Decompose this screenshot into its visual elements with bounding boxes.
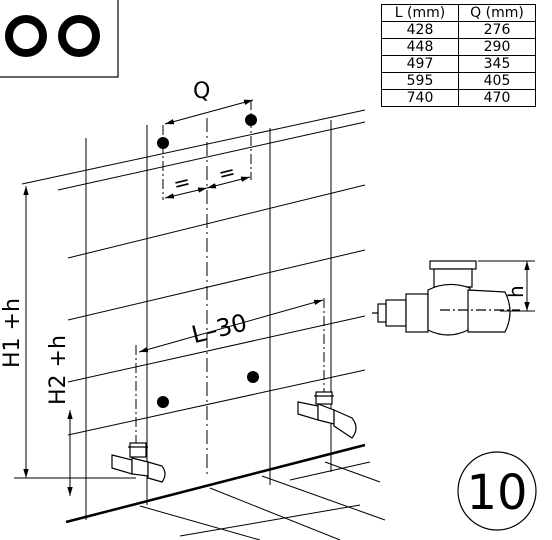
h-dimension (478, 260, 535, 312)
l30-dimension (135, 298, 325, 446)
table-cell: 740 (381, 89, 459, 107)
q-label: Q (193, 79, 210, 104)
table-cell: 345 (458, 55, 536, 73)
table-row: 428 276 (381, 21, 536, 39)
fitting-rings-inset (0, 0, 119, 78)
lower-connection-points (157, 371, 259, 408)
table-cell: 595 (381, 72, 459, 90)
table-row: 740 470 (381, 89, 536, 107)
h1-label: H1 +h (0, 298, 25, 368)
table-row: 448 290 (381, 38, 536, 56)
equal-mark-left: = (171, 169, 193, 196)
table-row: 595 405 (381, 72, 536, 90)
table-cell: 448 (381, 38, 459, 56)
right-valve (297, 391, 357, 439)
valve-side-detail (372, 260, 520, 336)
table-header-row: L (mm) Q (mm) (381, 4, 536, 22)
step-number: 10 (466, 465, 527, 521)
h-label: h (504, 285, 528, 298)
q-dimension (164, 99, 254, 199)
wall-grid (21, 109, 386, 540)
table-cell: 470 (458, 89, 536, 107)
left-valve (111, 442, 166, 483)
h1-dimension (14, 186, 136, 479)
equal-mark-right: = (216, 159, 238, 186)
table-cell: 276 (458, 21, 536, 39)
dimension-table: L (mm) Q (mm) 428 276 448 290 497 345 59… (381, 4, 536, 107)
table-cell: 405 (458, 72, 536, 90)
table-cell: 428 (381, 21, 459, 39)
column-header-q: Q (mm) (458, 4, 536, 22)
step-number-circle (457, 451, 537, 531)
table-cell: 290 (458, 38, 536, 56)
table-row: 497 345 (381, 55, 536, 73)
l30-label: L–30 (189, 308, 250, 349)
column-header-l: L (mm) (381, 4, 459, 22)
h2-label: H2 +h (46, 335, 71, 405)
table-cell: 497 (381, 55, 459, 73)
